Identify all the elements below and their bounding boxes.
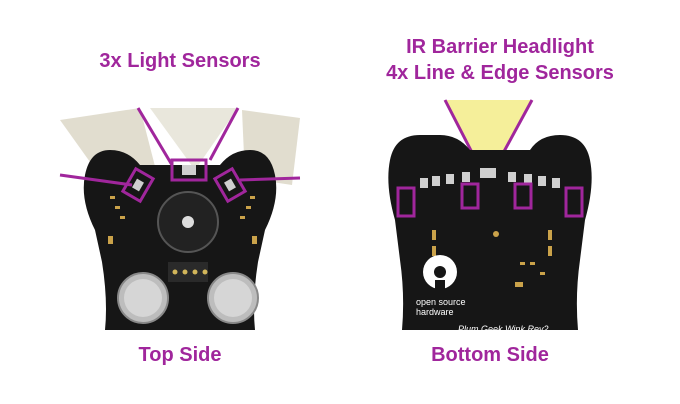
header-pins [172, 269, 208, 275]
caption-line-2: 4x Line & Edge Sensors [386, 62, 614, 84]
light-cone-center [150, 108, 238, 170]
headlight-beam [445, 100, 532, 168]
edge-sensor-left-outer [396, 186, 416, 218]
top-side-board-group [59, 107, 301, 330]
headlight-sensors-caption: IR Barrier Headlight 4x Line & Edge Sens… [340, 34, 660, 86]
caption-line-1: IR Barrier Headlight [406, 36, 594, 58]
light-sensor-left [120, 166, 156, 204]
light-sensors-caption: 3x Light Sensors [99, 50, 261, 72]
highlight-line [208, 107, 240, 161]
osh-logo-text-1: open source [416, 297, 466, 307]
chip [168, 262, 208, 282]
line-sensor-right-inner [513, 182, 533, 210]
smd-components [108, 196, 257, 244]
open-source-hardware-logo [423, 255, 457, 290]
ir-components [420, 172, 560, 188]
osh-logo-text-2: hardware [416, 307, 454, 317]
headlight-led [480, 168, 496, 178]
highlight-line [136, 107, 174, 166]
board-label: Plum Geek Wink Rev2 [458, 324, 548, 334]
line-sensor-left-inner [460, 182, 480, 210]
top-side-label: Top Side [138, 344, 222, 366]
light-sensor-center [170, 158, 208, 182]
highlight-line [59, 173, 133, 187]
buzzer-center [182, 216, 194, 228]
capacitor-right [207, 272, 259, 324]
capacitor-left [117, 272, 169, 324]
highlight-line [239, 176, 301, 182]
edge-sensor-right-outer [564, 186, 584, 218]
bottom-side-board-group: open source hardware Plum Geek Wink Rev2 [388, 99, 592, 334]
bottom-side-label: Bottom Side [431, 344, 549, 366]
light-sensor-right [212, 166, 248, 204]
through-holes [432, 230, 552, 256]
smd-components-right [515, 262, 545, 287]
